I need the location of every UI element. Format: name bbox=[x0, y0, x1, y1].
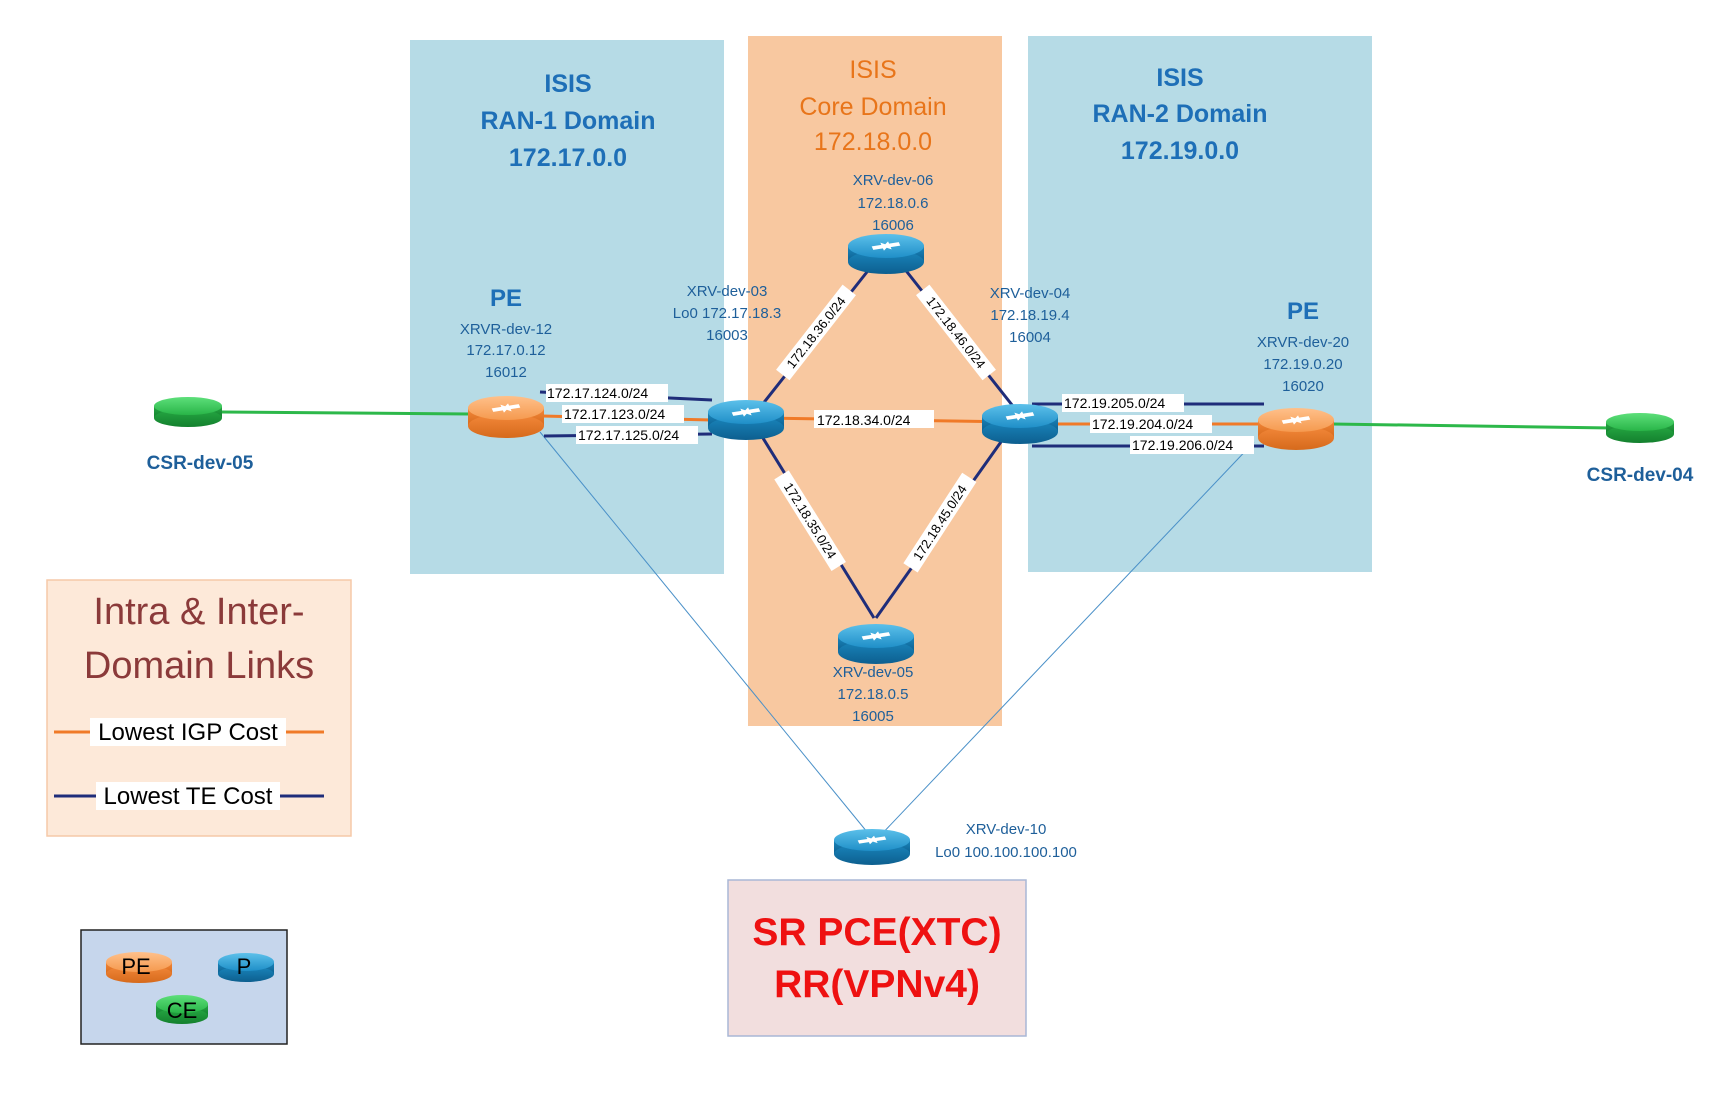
ran2-domain-area bbox=[1028, 36, 1372, 572]
label-172-19-206: 172.19.206.0/24 bbox=[1132, 437, 1233, 453]
key-ce-icon bbox=[156, 995, 208, 1024]
ran1-domain-label: ISIS RAN-1 Domain 172.17.0.0 bbox=[480, 70, 655, 172]
core-name: Core Domain bbox=[799, 93, 946, 121]
xrv05-sid: 16005 bbox=[852, 708, 894, 725]
xrv03-ip: Lo0 172.17.18.3 bbox=[673, 305, 781, 322]
legend: Intra & Inter- Domain Links Lowest IGP C… bbox=[46, 579, 352, 837]
p-router-xrv-dev-04[interactable] bbox=[982, 404, 1058, 444]
p-router-xrv-dev-05[interactable] bbox=[838, 624, 914, 664]
xrv10-ip: Lo0 100.100.100.100 bbox=[935, 844, 1077, 861]
xrv04-ip: 172.18.19.4 bbox=[990, 307, 1069, 324]
ce-router-csr-dev-05[interactable] bbox=[154, 397, 222, 427]
label-172-17-125: 172.17.125.0/24 bbox=[578, 427, 679, 443]
p-router-xrv-dev-03[interactable] bbox=[708, 400, 784, 440]
xrv04-name: XRV-dev-04 bbox=[990, 285, 1071, 302]
device-key: PE P CE bbox=[80, 929, 288, 1045]
key-p-icon bbox=[218, 953, 274, 982]
legend-igp-label: Lowest IGP Cost bbox=[98, 719, 278, 746]
xrv06-ip: 172.18.0.6 bbox=[858, 195, 929, 212]
pe-left-role: PE bbox=[490, 285, 522, 312]
pe-left-ip: 172.17.0.12 bbox=[466, 342, 545, 359]
ce-link-left bbox=[221, 410, 471, 416]
ran1-domain-area bbox=[410, 40, 724, 574]
pe-router-xrvr-dev-20[interactable] bbox=[1258, 408, 1334, 450]
xrv04-sid: 16004 bbox=[1009, 329, 1051, 346]
label-172-17-124: 172.17.124.0/24 bbox=[547, 385, 648, 401]
pe-left-name: XRVR-dev-12 bbox=[460, 321, 552, 338]
core-domain-area bbox=[748, 36, 1002, 726]
p-router-xrv-dev-06[interactable] bbox=[848, 234, 924, 274]
label-172-19-204: 172.19.204.0/24 bbox=[1092, 416, 1193, 432]
pe-right-role: PE bbox=[1287, 298, 1319, 325]
pce-box: SR PCE(XTC) RR(VPNv4) bbox=[727, 879, 1027, 1037]
key-pe-icon bbox=[106, 952, 172, 983]
core-domain-label: ISIS Core Domain 172.18.0.0 bbox=[799, 56, 946, 156]
node-labels: PE XRVR-dev-12 172.17.0.12 16012 PE XRVR… bbox=[147, 172, 1694, 861]
ran1-prefix: 172.17.0.0 bbox=[509, 144, 627, 172]
xrv06-name: XRV-dev-06 bbox=[853, 172, 934, 189]
ran2-domain-label: ISIS RAN-2 Domain 172.19.0.0 bbox=[1092, 64, 1267, 165]
label-172-19-205: 172.19.205.0/24 bbox=[1064, 395, 1165, 411]
legend-title-line1: Intra & Inter- bbox=[93, 591, 304, 633]
ran2-name: RAN-2 Domain bbox=[1092, 100, 1267, 128]
key-ce-label: CE bbox=[167, 998, 198, 1023]
xrv05-ip: 172.18.0.5 bbox=[838, 686, 909, 703]
key-pe-label: PE bbox=[121, 954, 150, 979]
pce-title: SR PCE(XTC) bbox=[752, 911, 1001, 954]
csr04-name: CSR-dev-04 bbox=[1587, 465, 1694, 486]
ran2-prefix: 172.19.0.0 bbox=[1121, 137, 1239, 165]
ce-link-right bbox=[1331, 422, 1613, 430]
pe-right-ip: 172.19.0.20 bbox=[1263, 356, 1342, 373]
csr05-name: CSR-dev-05 bbox=[147, 453, 254, 474]
p-router-xrv-dev-10[interactable] bbox=[834, 829, 910, 865]
xrv06-sid: 16006 bbox=[872, 217, 914, 234]
pe-left-sid: 16012 bbox=[485, 364, 527, 381]
xrv03-name: XRV-dev-03 bbox=[687, 283, 768, 300]
ran2-title: ISIS bbox=[1156, 64, 1203, 92]
pe-right-sid: 16020 bbox=[1282, 378, 1324, 395]
pe-router-xrvr-dev-12[interactable] bbox=[468, 396, 544, 438]
ce-router-csr-dev-04[interactable] bbox=[1606, 413, 1674, 443]
pe-right-name: XRVR-dev-20 bbox=[1257, 334, 1349, 351]
xrv03-sid: 16003 bbox=[706, 327, 748, 344]
core-title: ISIS bbox=[849, 56, 896, 84]
legend-te-label: Lowest TE Cost bbox=[104, 783, 273, 810]
pce-link-left bbox=[539, 431, 873, 839]
ran1-title: ISIS bbox=[544, 70, 591, 98]
ran1-name: RAN-1 Domain bbox=[480, 107, 655, 135]
pce-link-right bbox=[877, 441, 1255, 839]
label-172-18-34: 172.18.34.0/24 bbox=[817, 412, 911, 428]
legend-title-line2: Domain Links bbox=[84, 645, 314, 687]
xrv05-name: XRV-dev-05 bbox=[833, 664, 914, 681]
pce-subtitle: RR(VPNv4) bbox=[774, 963, 980, 1006]
core-prefix: 172.18.0.0 bbox=[814, 128, 932, 156]
xrv10-name: XRV-dev-10 bbox=[966, 821, 1047, 838]
label-172-17-123: 172.17.123.0/24 bbox=[564, 406, 665, 422]
key-p-label: P bbox=[237, 954, 252, 979]
